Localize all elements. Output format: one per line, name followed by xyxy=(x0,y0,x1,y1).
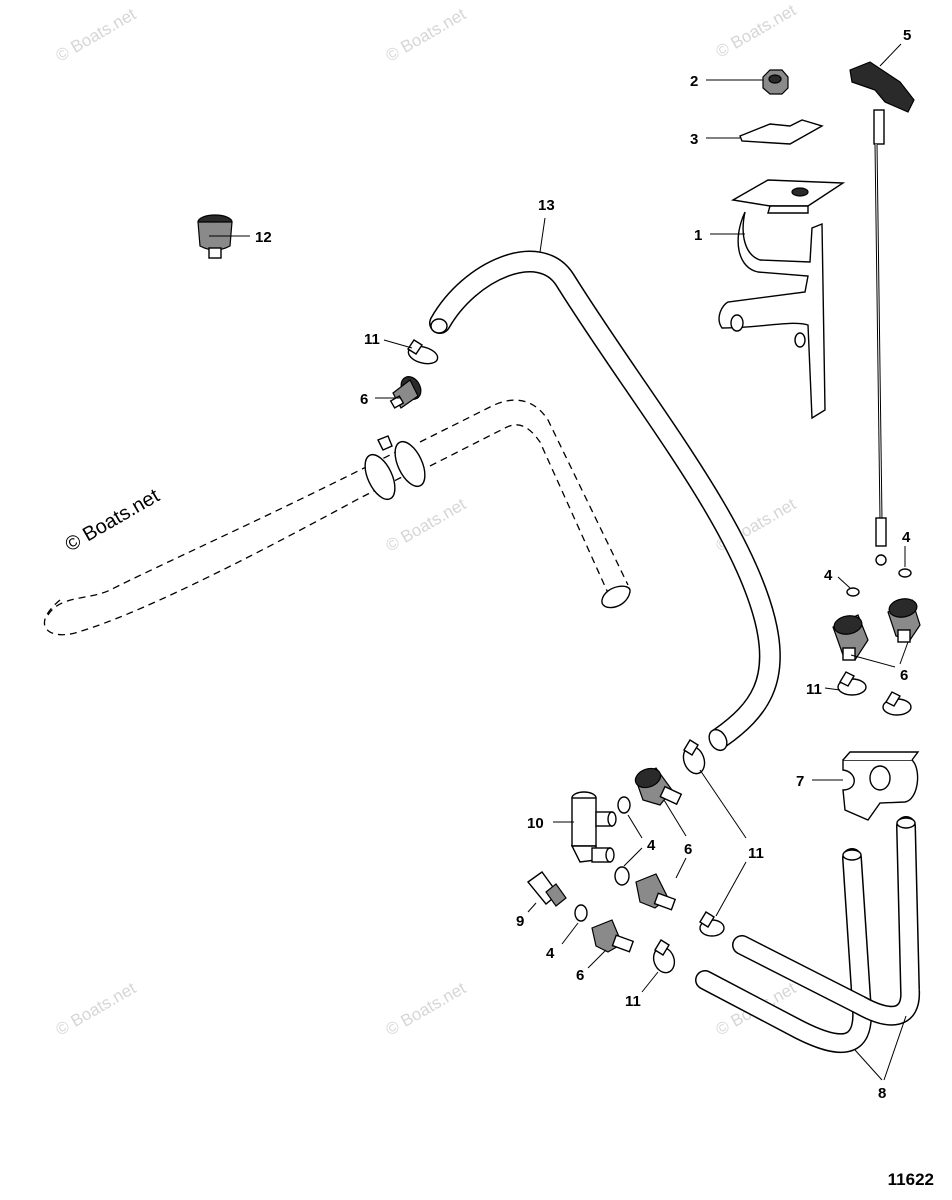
tee-10 xyxy=(570,791,617,863)
watermark: © Boats.net xyxy=(383,494,470,555)
callout-4: 4 xyxy=(824,567,833,584)
callout-5: 5 xyxy=(903,27,911,44)
callout-11: 11 xyxy=(364,331,380,348)
callout-6: 6 xyxy=(684,841,692,858)
callout-11: 11 xyxy=(806,681,822,698)
bracket-1 xyxy=(718,179,846,420)
clamps-11-lower xyxy=(652,911,725,974)
callout-4: 4 xyxy=(546,945,555,962)
reference-hose-dashed xyxy=(43,399,631,636)
clip-7 xyxy=(842,751,920,821)
callout-6: 6 xyxy=(576,967,584,984)
hose-13 xyxy=(429,250,781,752)
callout-13: 13 xyxy=(538,197,555,214)
callout-7: 7 xyxy=(796,773,804,790)
watermarks: © Boats.net © Boats.net © Boats.net © Bo… xyxy=(53,0,800,1039)
watermark: © Boats.net xyxy=(383,4,470,65)
cap-12 xyxy=(197,214,233,259)
callout-8: 8 xyxy=(878,1085,886,1102)
callout-11: 11 xyxy=(625,993,641,1010)
fittings-6-right xyxy=(832,598,921,661)
callout-4: 4 xyxy=(647,837,656,854)
callout-9: 9 xyxy=(516,913,524,930)
watermark: © Boats.net xyxy=(713,0,800,61)
fitting-9 xyxy=(526,871,567,907)
callouts: 2 3 1 5 12 13 11 6 4 4 6 11 7 10 4 6 11 … xyxy=(255,27,911,1102)
callout-3: 3 xyxy=(690,131,698,148)
watermark-main: © Boats.net xyxy=(62,485,164,557)
o-rings-4-middle xyxy=(574,796,631,922)
callout-6: 6 xyxy=(900,667,908,684)
clamp-11-upper xyxy=(407,339,439,365)
callout-10: 10 xyxy=(527,815,544,832)
fittings-6-lower xyxy=(591,873,677,953)
callout-1: 1 xyxy=(694,227,702,244)
callout-2: 2 xyxy=(690,73,698,90)
clamp-11-middle xyxy=(682,739,706,775)
fitting-6-middle xyxy=(634,767,683,806)
leader-lines xyxy=(209,43,909,1081)
dipstick-5 xyxy=(849,61,915,566)
callout-11: 11 xyxy=(748,845,764,862)
callout-4: 4 xyxy=(902,529,911,546)
clamps-11-right xyxy=(837,671,912,716)
o-ring-4-right xyxy=(846,568,912,597)
fitting-6-upper xyxy=(389,376,422,409)
watermark: © Boats.net xyxy=(383,978,470,1039)
shim-3 xyxy=(739,119,824,145)
figure-number: 11622 xyxy=(887,1170,934,1189)
watermark: © Boats.net xyxy=(53,978,140,1039)
callout-6: 6 xyxy=(360,391,368,408)
watermark: © Boats.net xyxy=(53,4,140,65)
nut-2 xyxy=(762,69,789,95)
tubes-8 xyxy=(695,816,921,1053)
callout-12: 12 xyxy=(255,229,272,246)
